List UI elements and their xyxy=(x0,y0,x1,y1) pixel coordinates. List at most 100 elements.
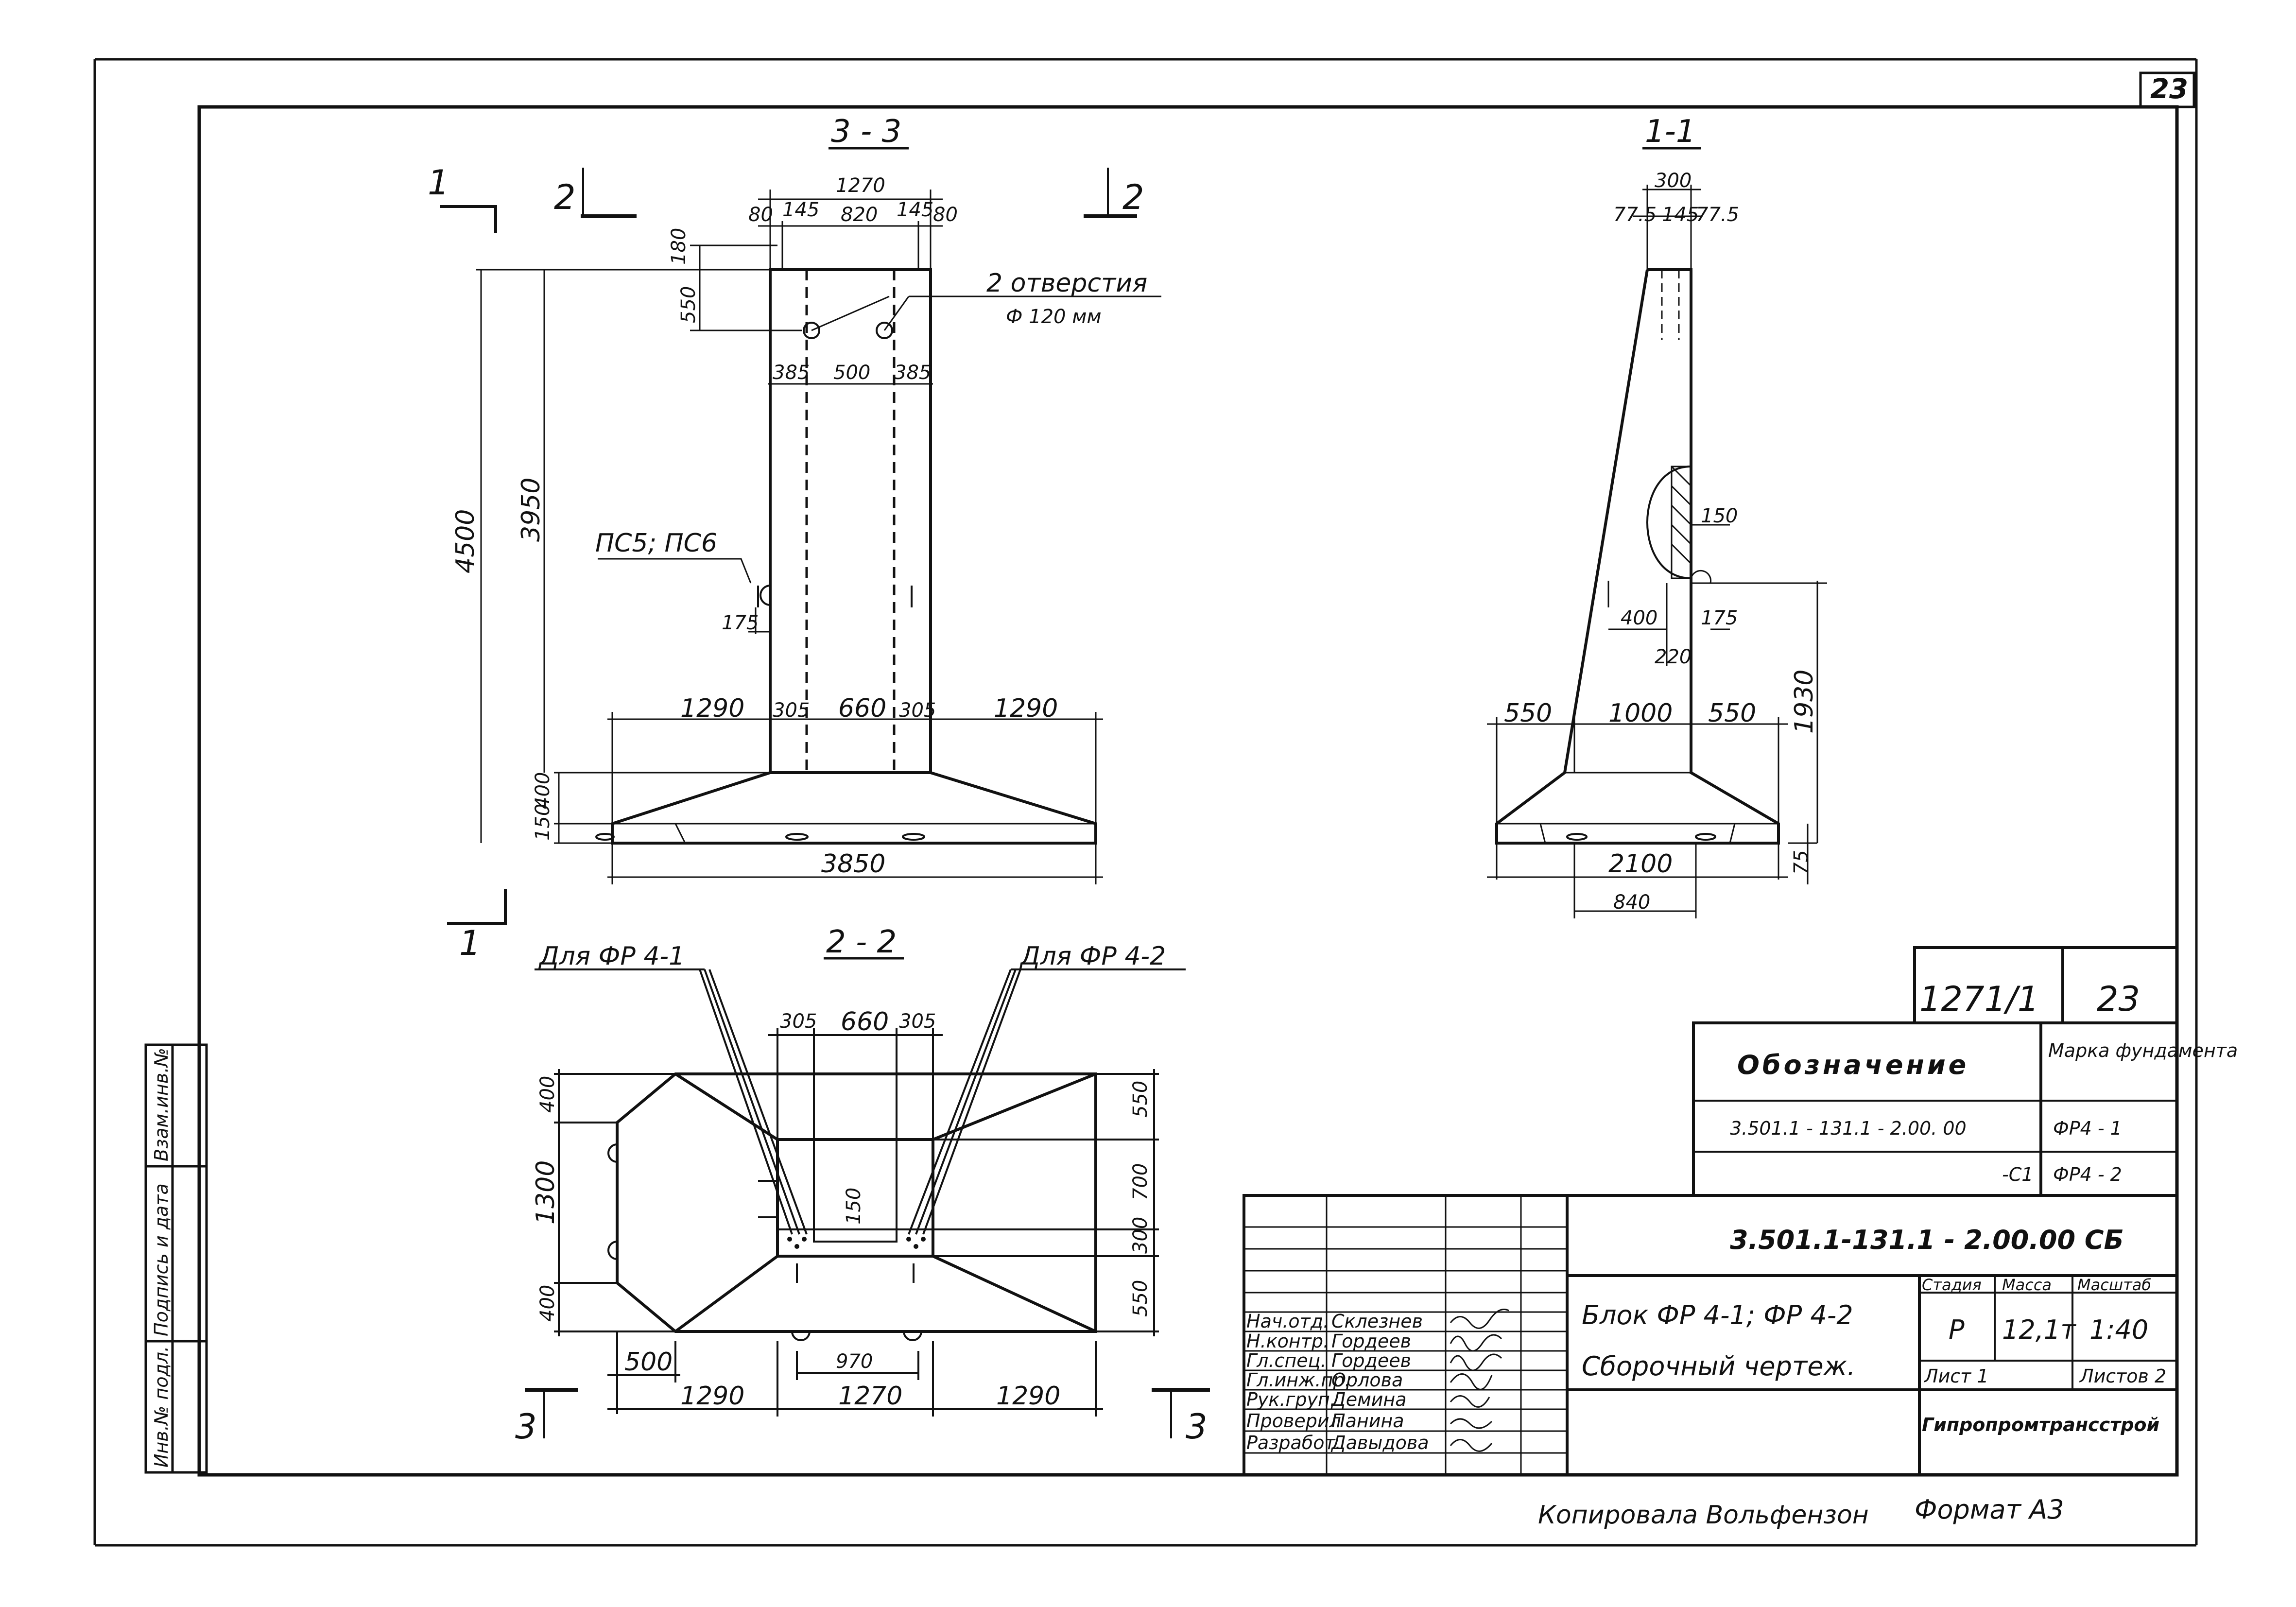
dim-22-l1300: 1300 xyxy=(531,1160,560,1225)
dim-11-h175: 175 xyxy=(1701,607,1738,629)
tb-org: Гипропромтрансстрой xyxy=(1922,1414,2159,1435)
section-2-2: 2 - 2 xyxy=(515,924,1210,1447)
dim-22-w970: 970 xyxy=(836,1350,873,1373)
cut-mark-2-right: 2 xyxy=(1122,177,1144,217)
tb-mark-hdr: Марка фундамента xyxy=(2048,1040,2238,1061)
tb-signatures xyxy=(1450,1309,1509,1452)
dim-33-b305b: 305 xyxy=(899,699,936,722)
copied-by: Копировала Вольфензон xyxy=(1538,1501,1869,1530)
tb-mark2: ФР4 - 2 xyxy=(2053,1164,2122,1185)
dim-11-h220: 220 xyxy=(1655,646,1692,668)
sheet-number: 23 xyxy=(2150,73,2188,105)
tb-name: Орлова xyxy=(1331,1369,1403,1391)
note-anchors: ПС5; ПС6 xyxy=(595,529,717,558)
tb-name: Давыдова xyxy=(1330,1432,1429,1453)
side-stamp-inv: Инв.№ подл. xyxy=(151,1346,172,1468)
dim-33-top-width: 1270 xyxy=(836,174,885,197)
dim-11-base2100: 2100 xyxy=(1608,849,1673,879)
tb-designation-hdr: Обозначение xyxy=(1737,1050,1969,1080)
dim-33-h4500: 4500 xyxy=(451,509,480,573)
dim-22-w305a: 305 xyxy=(780,1010,817,1033)
dim-33-w80b: 80 xyxy=(933,204,958,226)
side-stamp-replace: Взам.инв.№ xyxy=(151,1048,172,1161)
section-2-2-title: 2 - 2 xyxy=(826,924,897,960)
tb-mass-hdr: Масса xyxy=(2002,1276,2052,1294)
cut-mark-2-left: 2 xyxy=(554,177,576,217)
dim-11-h1930: 1930 xyxy=(1790,670,1819,734)
dim-22-l400a: 400 xyxy=(536,1076,559,1113)
cut-mark-1-top: 1 xyxy=(428,163,449,203)
tb-sheet: 23 xyxy=(2097,979,2140,1019)
tb-stage-hdr: Стадия xyxy=(1922,1276,1982,1294)
note-for-fr41: Для ФР 4-1 xyxy=(538,942,685,971)
tb-name: Демина xyxy=(1330,1389,1407,1410)
dim-22-w305b: 305 xyxy=(899,1010,936,1033)
section-3-3: 3 - 3 xyxy=(428,114,1161,963)
dim-33-h550: 550 xyxy=(677,286,700,323)
tb-des2: -С1 xyxy=(2002,1164,2033,1185)
note-holes-diam: Ф 120 мм xyxy=(1006,306,1102,328)
cut-mark-3-right: 3 xyxy=(1186,1407,1208,1447)
tb-role: Гл.инж.пр. xyxy=(1246,1369,1350,1391)
tb-sheet-lbl: Лист 1 xyxy=(1923,1365,1989,1387)
dim-22-w660: 660 xyxy=(841,1007,889,1037)
tb-role: Нач.отд. xyxy=(1246,1311,1329,1332)
section-1-1-title: 1-1 xyxy=(1645,114,1696,150)
tb-role: Проверил xyxy=(1246,1410,1341,1432)
dim-11-w775b: 77.5 xyxy=(1696,204,1739,226)
dim-22-b1290a: 1290 xyxy=(680,1382,744,1411)
tb-title1: Блок ФР 4-1; ФР 4-2 xyxy=(1582,1300,1853,1331)
tb-name: Гордеев xyxy=(1331,1350,1411,1371)
side-stamp-sign: Подпись и дата xyxy=(151,1183,172,1336)
title-block xyxy=(1243,946,2178,1476)
dim-33-h400: 400 xyxy=(532,772,554,809)
dim-22-r300: 300 xyxy=(1129,1217,1152,1254)
tb-scale: 1:40 xyxy=(2089,1314,2148,1345)
dim-11-b550a: 550 xyxy=(1504,699,1552,728)
dim-33-b660: 660 xyxy=(838,694,886,723)
tb-scale-hdr: Масштаб xyxy=(2077,1276,2151,1294)
dim-11-top300: 300 xyxy=(1655,170,1692,192)
dim-33-h175: 175 xyxy=(722,612,759,634)
dim-11-h75: 75 xyxy=(1790,850,1813,875)
dim-22-r700: 700 xyxy=(1129,1163,1152,1200)
dim-33-w820: 820 xyxy=(841,204,878,226)
tb-role: Разработ. xyxy=(1246,1432,1341,1453)
tb-main-code: 3.501.1-131.1 - 2.00.00 СБ xyxy=(1730,1225,2124,1255)
tb-name: Панина xyxy=(1331,1410,1404,1432)
section-3-3-title: 3 - 3 xyxy=(831,114,901,150)
dim-22-w500: 500 xyxy=(624,1348,673,1377)
side-stamp xyxy=(144,1043,208,1474)
dim-33-h150: 150 xyxy=(532,804,554,841)
tb-role: Гл.спец. xyxy=(1246,1350,1327,1371)
note-for-fr42: Для ФР 4-2 xyxy=(1019,942,1166,971)
dim-11-h150: 150 xyxy=(1701,505,1738,527)
dim-11-b1000: 1000 xyxy=(1608,699,1673,728)
dim-22-b1290b: 1290 xyxy=(996,1382,1060,1411)
dim-22-b1270: 1270 xyxy=(838,1382,902,1411)
section-1-1: 1-1 xyxy=(1487,114,1827,918)
dim-33-w385b: 385 xyxy=(894,362,931,384)
sheet-frame xyxy=(93,58,2198,1547)
tb-des1: 3.501.1 - 131.1 - 2.00. 00 xyxy=(1730,1118,1967,1139)
dim-22-l400b: 400 xyxy=(536,1285,559,1322)
format-label: Формат А3 xyxy=(1915,1494,2064,1525)
dim-11-b550b: 550 xyxy=(1708,699,1756,728)
tb-role: Рук.груп. xyxy=(1246,1389,1336,1410)
dim-33-b1290b: 1290 xyxy=(994,694,1058,723)
tb-sheets-lbl: Листов 2 xyxy=(2079,1365,2166,1387)
dim-33-b305a: 305 xyxy=(773,699,810,722)
dim-33-w145a: 145 xyxy=(782,199,819,221)
dim-33-h3950: 3950 xyxy=(517,478,546,542)
tb-doc-num: 1271/1 xyxy=(1919,979,2039,1019)
note-holes: 2 отверстия xyxy=(986,269,1147,298)
dim-11-w775a: 77.5 xyxy=(1613,204,1657,226)
dim-33-w145b: 145 xyxy=(897,199,933,221)
dim-33-w80a: 80 xyxy=(748,204,773,226)
dim-11-w840: 840 xyxy=(1613,891,1650,914)
dim-33-w500: 500 xyxy=(833,362,870,384)
dim-11-w145: 145 xyxy=(1662,204,1699,226)
tb-title2: Сборочный чертеж. xyxy=(1582,1351,1855,1382)
dim-33-w385a: 385 xyxy=(773,362,810,384)
